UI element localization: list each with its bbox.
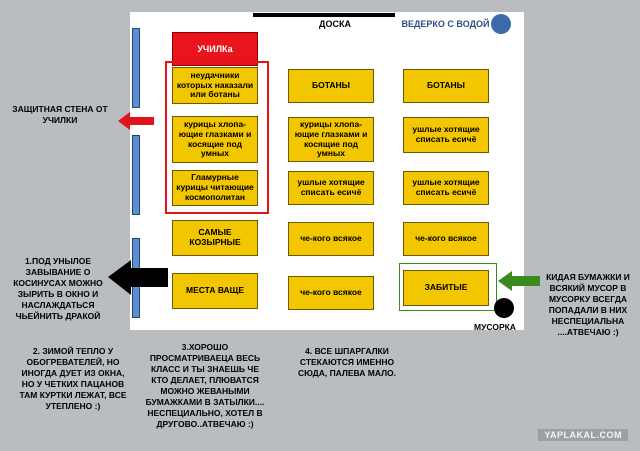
note-4: 4. ВСЕ ШПАРГАЛКИ СТЕКАЮТСЯ ИМЕННО СЮДА, … — [297, 346, 397, 379]
red-arrow-icon — [118, 112, 154, 130]
blackboard — [253, 13, 395, 17]
desk-c1r5: МЕСТА ВАЩЕ — [172, 273, 258, 309]
desk-c3r1: БОТАНЫ — [403, 69, 489, 103]
desk-c2r3: ушлые хотящие списать есичё — [288, 171, 374, 205]
black-arrow-icon — [108, 260, 168, 295]
window-2 — [132, 135, 140, 215]
green-arrow-icon — [498, 271, 540, 291]
water-bucket-icon — [491, 14, 511, 34]
bin-label: МУСОРКА — [474, 322, 516, 332]
teacher-desk: УЧИЛКа — [172, 32, 258, 66]
window-1 — [132, 28, 140, 108]
bucket-label: ВЕДЕРКО С ВОДОЙ — [401, 19, 490, 29]
desk-c2r2: курицы хлопа-ющие глазками и косящие под… — [288, 117, 374, 162]
desk-c1r3: Гламурные курицы читающие космополитан — [172, 170, 258, 206]
desk-c1r1: неудачники которых наказали или ботаны — [172, 67, 258, 104]
note-2: 2. ЗИМОЙ ТЕПЛО У ОБОГРЕВАТЕЛЕЙ, НО ИНОГД… — [19, 346, 127, 412]
note-1: 1.ПОД УНЫЛОЕ ЗАВЫВАНИЕ О КОСИНУСАХ МОЖНО… — [13, 256, 103, 322]
right-note: КИДАЯ БУМАЖКИ И ВСЯКИЙ МУСОР В МУСОРКУ В… — [546, 272, 630, 338]
desk-c2r4: че-кого всякое — [288, 222, 374, 256]
wall-note: ЗАЩИТНАЯ СТЕНА ОТ УЧИЛКИ — [12, 104, 108, 126]
desk-c3r2: ушлые хотящие списать есичё — [403, 117, 489, 153]
desk-c1r2: курицы хлопа-ющие глазками и косящие под… — [172, 116, 258, 163]
desk-c2r1: БОТАНЫ — [288, 69, 374, 103]
desk-c1r4: САМЫЕ КОЗЫРНЫЕ — [172, 220, 258, 256]
desk-c3r5: ЗАБИТЫЕ — [403, 270, 489, 306]
protective-wall-frame — [165, 61, 269, 214]
desk-c3r3: ушлые хотящие списать есичё — [403, 171, 489, 205]
watermark: YAPLAKAL.COM — [538, 429, 628, 441]
desk-c3r4: че-кого всякое — [403, 222, 489, 256]
trash-bin-icon — [494, 298, 514, 318]
bin-zone-frame — [399, 263, 497, 311]
desk-c2r5: че-кого всякое — [288, 276, 374, 310]
board-label: ДОСКА — [319, 19, 351, 29]
note-3: 3.ХОРОШО ПРОСМАТРИВАЕЦА ВЕСЬ КЛАСС И ТЫ … — [145, 342, 265, 430]
